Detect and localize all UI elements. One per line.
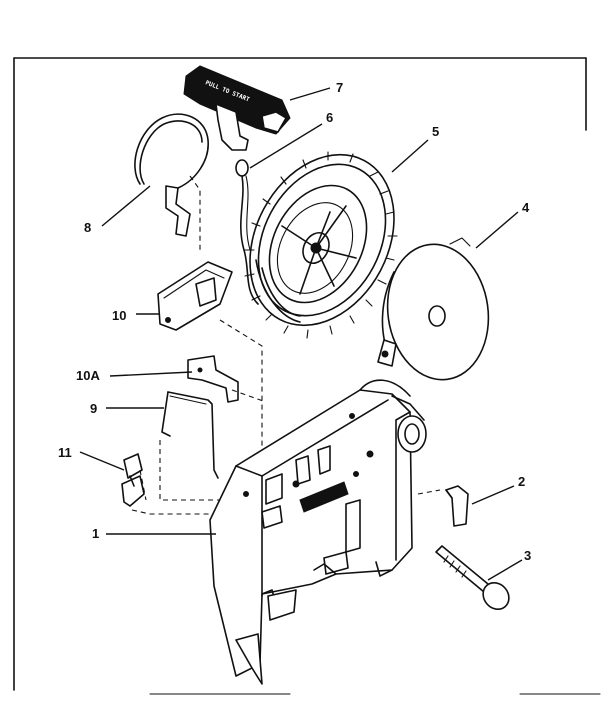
callout-11: 11 [58,445,72,460]
callout-7: 7 [336,80,343,95]
callout-2: 2 [518,474,525,489]
callout-4: 4 [522,200,530,215]
callout-6: 6 [326,110,333,125]
callout-5: 5 [432,124,439,139]
part-2-pawl [445,485,469,527]
callout-9: 9 [90,401,97,416]
callout-3: 3 [524,548,531,563]
part-7-starter-handle: PULL TO START [183,65,291,151]
callout-10: 10 [112,308,126,323]
frame-border [13,57,601,695]
part-1-housing [209,379,427,685]
callout-10a: 10A [76,368,100,383]
part-10a-clip [187,355,239,403]
part-5-recoil-pulley [244,151,398,339]
part-4-starter-cup [377,237,490,381]
callout-1: 1 [92,526,99,541]
part-6-starter-rope [235,159,259,305]
callout-8: 8 [84,220,91,235]
part-11-clip [121,453,145,507]
leader-lines [79,87,523,581]
callout-labels: 7 6 5 4 8 10 10A 9 11 1 2 3 [58,80,531,563]
part-10-bracket-plate [157,261,233,331]
part-9-wire-spring [161,391,219,479]
part-3-bolt [435,545,510,611]
part-8-rope-guide [134,113,209,237]
